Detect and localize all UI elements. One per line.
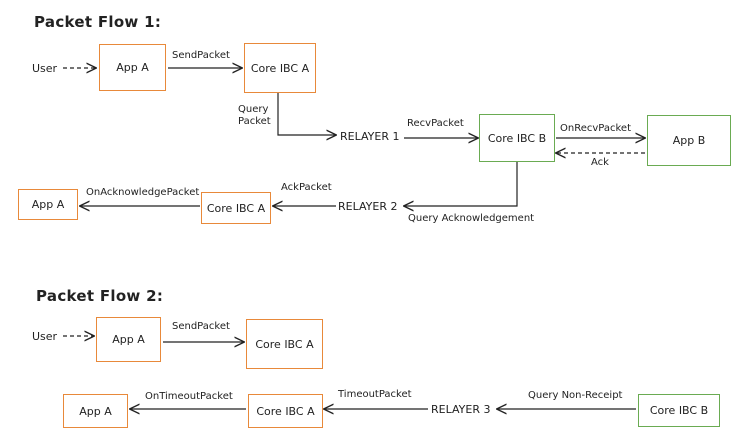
flow1-user-label: User [32, 62, 58, 75]
flow1-app-a-return-box: App A [18, 189, 78, 220]
flow1-query-packet-label: Query Packet [238, 104, 271, 128]
flow1-core-ibc-a-return-box: Core IBC A [201, 192, 271, 224]
flow2-app-a-return-box: App A [63, 394, 128, 428]
flow2-core-ibc-b-box: Core IBC B [638, 394, 720, 427]
flow1-relayer-1: RELAYER 1 [340, 130, 400, 143]
flow1-relayer-2: RELAYER 2 [338, 200, 398, 213]
flow1-on-ack-packet-label: OnAcknowledgePacket [86, 187, 200, 198]
flow1-app-b-box: App B [647, 115, 731, 166]
flow2-query-non-receipt-label: Query Non-Receipt [528, 390, 623, 401]
arrow-query-packet [277, 93, 336, 135]
flow2-relayer-3: RELAYER 3 [431, 403, 491, 416]
flow1-app-a-box: App A [99, 44, 166, 91]
flow1-query-packet-text: Query Packet [238, 104, 271, 127]
flow2-send-packet-label: SendPacket [172, 321, 230, 332]
flow2-app-a-box: App A [96, 317, 161, 362]
flow1-ack-packet-label: AckPacket [281, 182, 332, 193]
flow1-core-ibc-a-box: Core IBC A [244, 43, 316, 93]
flow2-title: Packet Flow 2: [36, 287, 164, 305]
flow1-on-recv-packet-label: OnRecvPacket [560, 123, 631, 134]
flow2-user-label: User [32, 330, 58, 343]
flow2-core-ibc-a-return-box: Core IBC A [248, 394, 323, 428]
arrow-query-ack [404, 162, 518, 206]
flow1-core-ibc-b-box: Core IBC B [479, 114, 555, 162]
flow1-ack-label: Ack [591, 157, 609, 168]
flow2-core-ibc-a-box: Core IBC A [246, 319, 323, 369]
flow2-on-timeout-packet-label: OnTimeoutPacket [145, 391, 233, 402]
flow1-query-ack-label: Query Acknowledgement [408, 213, 535, 224]
flow1-recv-packet-label: RecvPacket [407, 118, 464, 129]
flow2-timeout-packet-label: TimeoutPacket [338, 389, 412, 400]
flow1-send-packet-label: SendPacket [172, 50, 230, 61]
flow1-title: Packet Flow 1: [34, 13, 162, 31]
